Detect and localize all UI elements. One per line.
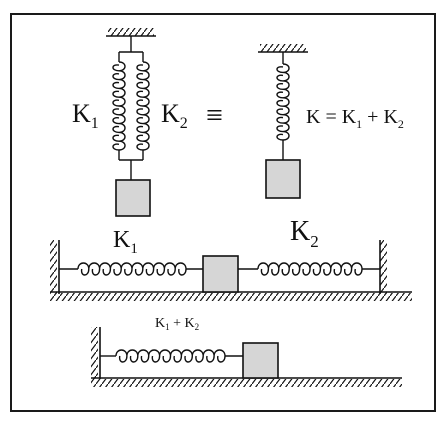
horizontal-equivalent-system [91, 327, 402, 387]
left-wall-hatch [50, 240, 57, 294]
outer-frame [10, 13, 436, 412]
equivalent-spring-vertical [258, 44, 308, 199]
spring-k1-vertical [112, 61, 126, 151]
ceiling-hatch-right [260, 44, 306, 52]
equivalence-symbol: ≡ [206, 99, 223, 132]
spring-k-equivalent [276, 63, 290, 141]
bottom-wall-hatch [91, 327, 98, 379]
formula-equivalent-k: K = K1 + K2 [306, 106, 404, 131]
label-k1-top: K1 [72, 99, 99, 132]
label-k1-plus-k2: K1 + K2 [155, 316, 199, 332]
spring-k1-horizontal [77, 262, 187, 276]
label-k2-top: K2 [161, 99, 188, 132]
parallel-springs-vertical [106, 28, 156, 217]
mass-block-top-right [265, 159, 301, 199]
spring-k2-vertical [136, 61, 150, 151]
label-k1-middle: K1 [113, 227, 138, 257]
mass-block-top-left [115, 179, 151, 217]
mass-block-middle [202, 255, 239, 293]
spring-k2-horizontal [257, 262, 363, 276]
horizontal-two-spring-system [50, 240, 412, 301]
floor-bottom-hatch [91, 379, 402, 387]
right-wall-hatch [380, 240, 387, 294]
spring-k-equivalent-horizontal [115, 349, 226, 363]
label-k2-middle: K2 [290, 216, 319, 251]
ceiling-hatch-left [108, 28, 154, 36]
mass-block-bottom [242, 342, 279, 379]
floor-middle-hatch [50, 293, 412, 301]
